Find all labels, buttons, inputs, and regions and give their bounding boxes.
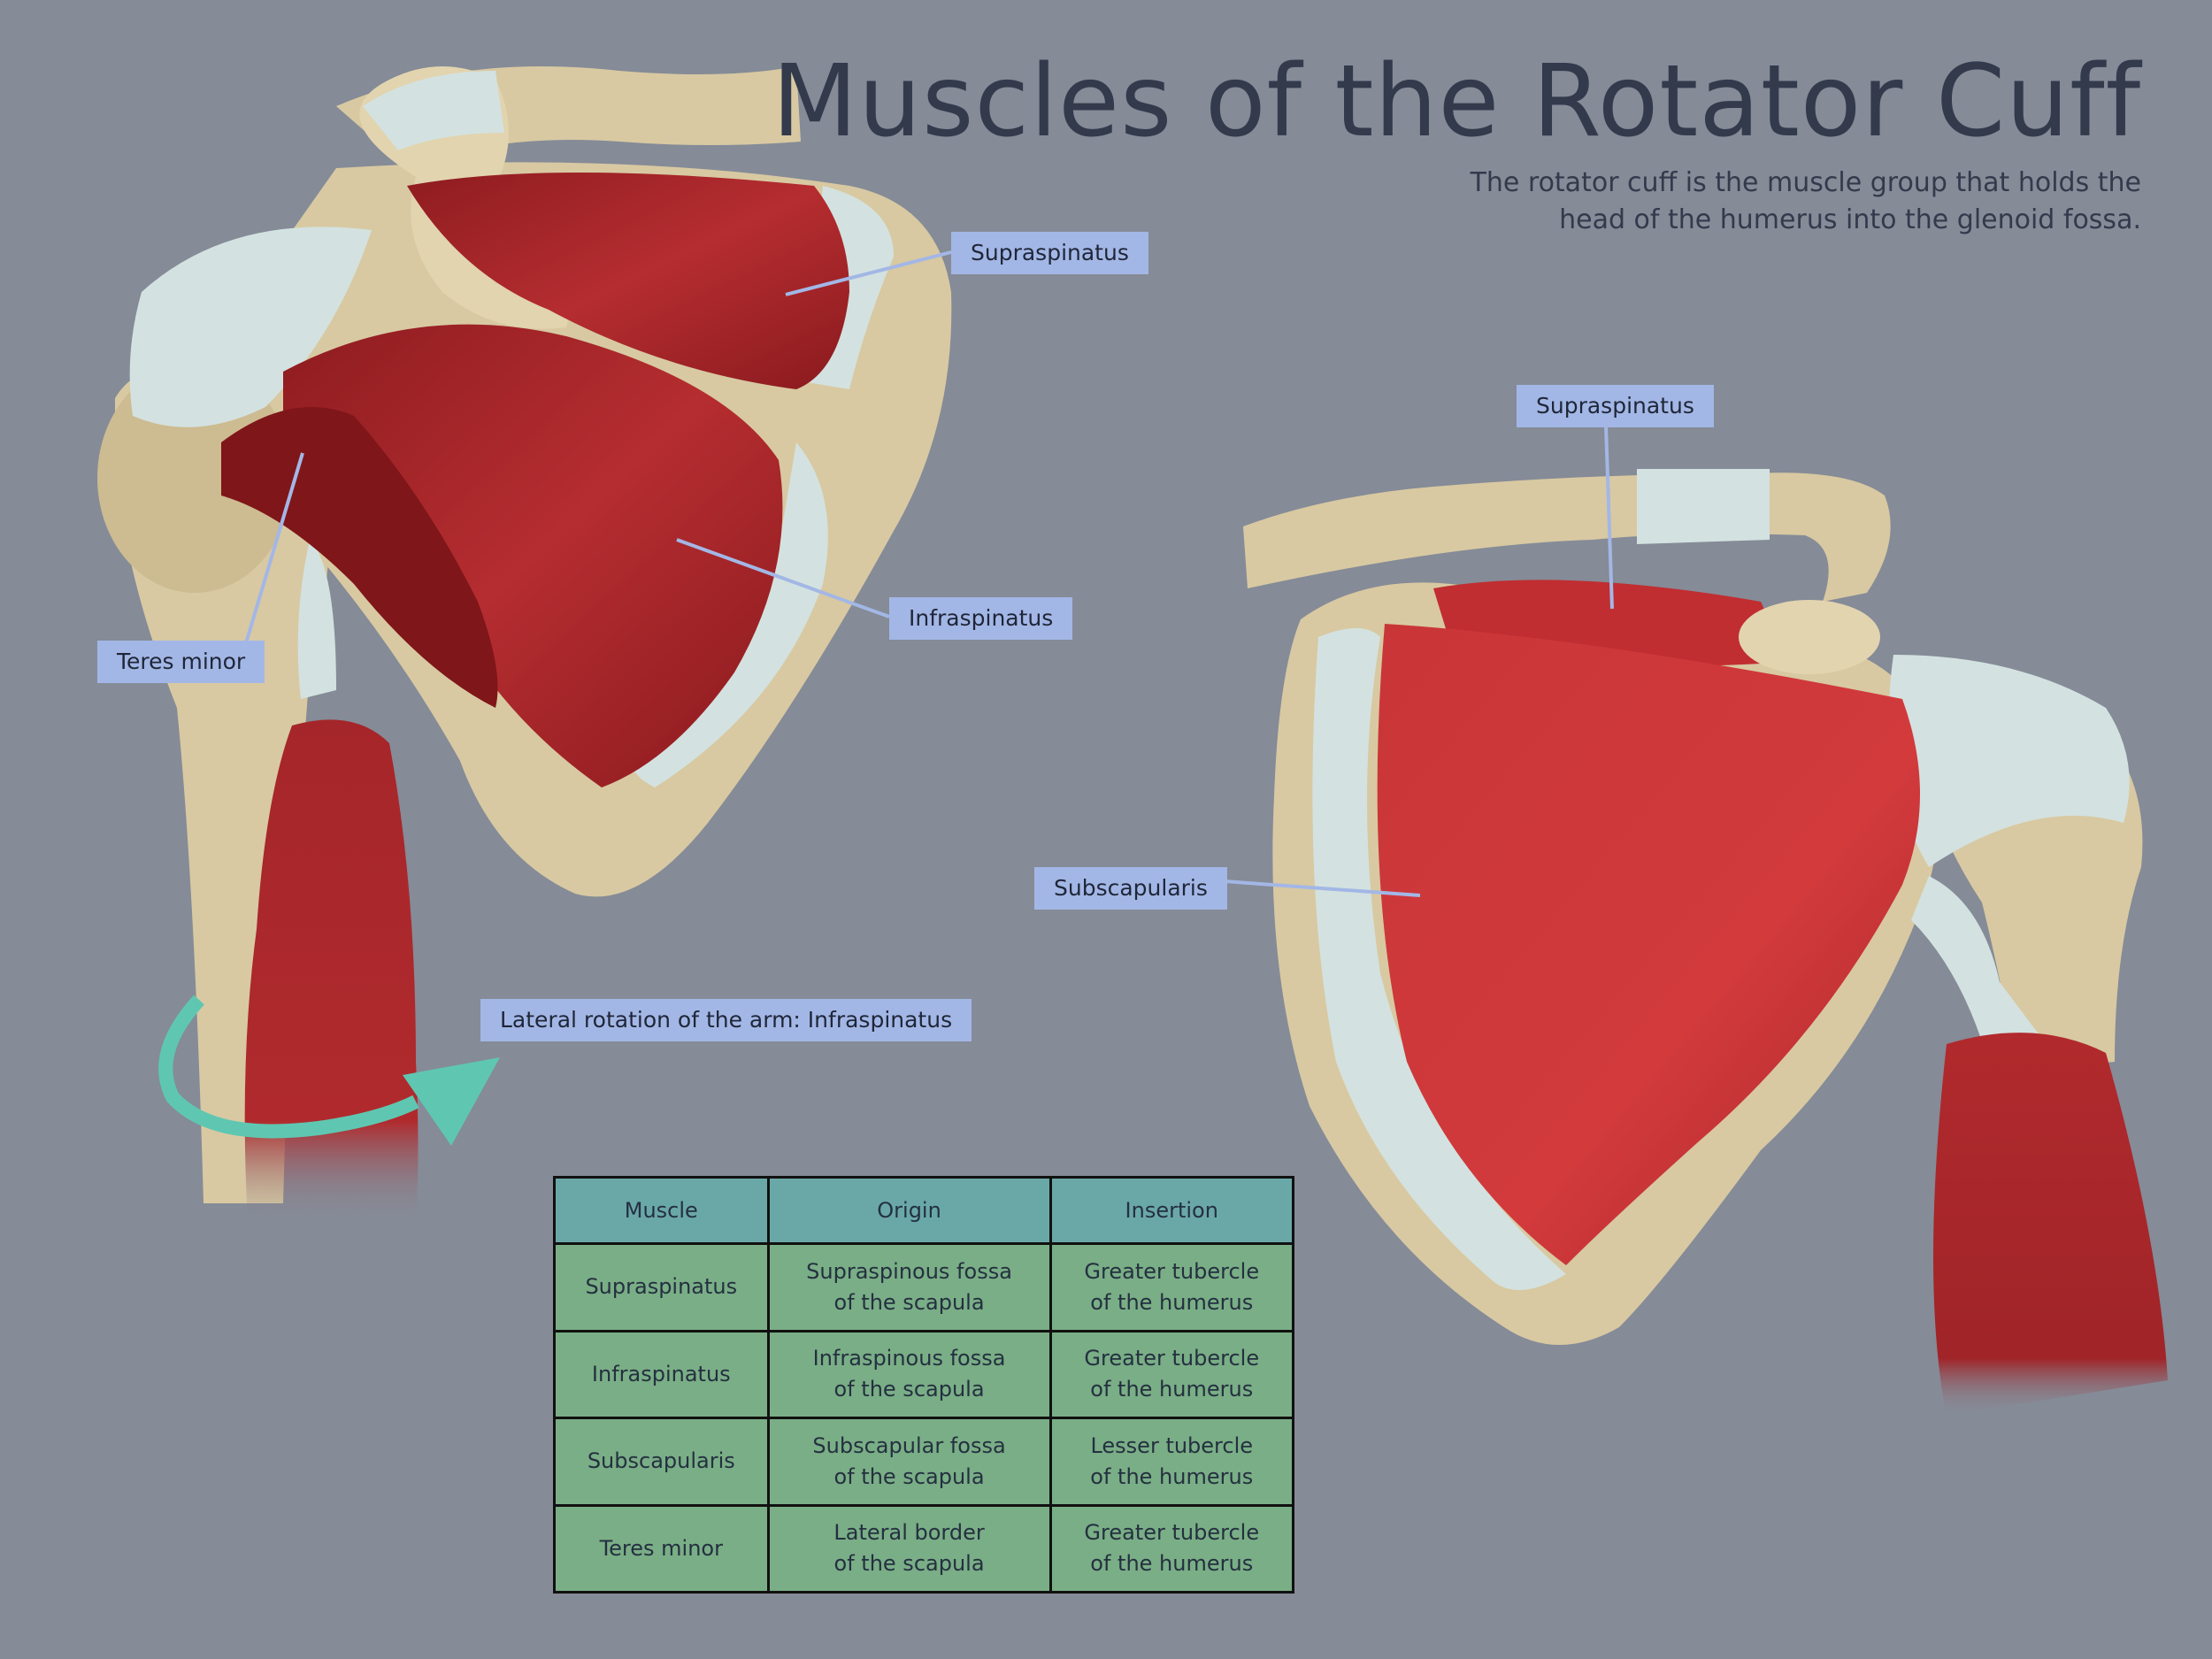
muscle-cell: Infraspinatus [553,1329,770,1419]
origin-line: Infraspinous fossa [812,1346,1006,1371]
infraspinatus-muscle [283,324,783,788]
page-title: Muscles of the Rotator Cuff [772,44,2141,159]
label-infraspinatus: Infraspinatus [889,597,1073,640]
leader-line [1211,879,1421,897]
supraspinatus-muscle-posterior [407,173,849,389]
leader-line [1604,425,1614,610]
leader-line [676,538,890,618]
insertion-line: Greater tubercle [1084,1346,1260,1371]
subtitle-line-2: head of the humerus into the glenoid fos… [1559,204,2141,235]
label-supraspinatus-anterior: Supraspinatus [1517,385,1714,427]
insertion-line: of the humerus [1090,1551,1254,1577]
table-row: Teres minor Lateral border of the scapula… [553,1503,1294,1594]
insertion-line: of the humerus [1090,1289,1254,1315]
table-row: Infraspinatus Infraspinous fossa of the s… [553,1329,1294,1419]
arm-muscle-anterior [1933,1033,2168,1416]
muscle-cell: Teres minor [553,1503,770,1594]
label-lateral-rotation: Lateral rotation of the arm: Infraspinat… [480,999,972,1041]
insertion-cell: Greater tubercle of the humerus [1048,1503,1294,1594]
leader-line [244,452,304,644]
posterior-shoulder-view [97,66,952,1221]
origin-cell: Subscapular fossa of the scapula [766,1417,1052,1507]
origin-line: Subscapular fossa [812,1432,1006,1458]
arm-muscle-posterior [244,719,419,1221]
tendon [1312,628,1566,1290]
insertion-line: of the humerus [1090,1377,1254,1402]
rotator-cuff-table: Muscle Origin Insertion Supraspinatus Su… [553,1176,1294,1594]
origin-line: of the scapula [833,1289,985,1315]
subtitle-line-1: The rotator cuff is the muscle group tha… [1470,167,2141,198]
label-supraspinatus-posterior: Supraspinatus [951,232,1148,274]
muscle-cell: Supraspinatus [553,1242,770,1333]
insertion-line: Greater tubercle [1084,1258,1260,1284]
insertion-cell: Greater tubercle of the humerus [1048,1242,1294,1333]
origin-line: Supraspinous fossa [806,1258,1012,1284]
teres-minor-muscle [221,407,498,708]
anterior-shoulder-view [1211,425,2168,1416]
label-subscapularis: Subscapularis [1034,867,1227,910]
subscapularis-muscle [1377,624,1920,1265]
label-teres-minor: Teres minor [97,641,265,683]
column-header-muscle: Muscle [553,1176,770,1245]
page-subtitle: The rotator cuff is the muscle group tha… [1256,165,2141,239]
insertion-cell: Lesser tubercle of the humerus [1048,1417,1294,1507]
tendon [1889,655,2130,867]
origin-line: of the scapula [833,1377,985,1402]
insertion-cell: Greater tubercle of the humerus [1048,1329,1294,1419]
table-row: Supraspinatus Supraspinous fossa of the s… [553,1242,1294,1333]
column-header-origin: Origin [766,1176,1052,1245]
muscle-cell: Subscapularis [553,1417,770,1507]
insertion-line: of the humerus [1090,1463,1254,1489]
origin-line: of the scapula [833,1463,985,1489]
origin-line: of the scapula [833,1551,985,1577]
column-header-insertion: Insertion [1048,1176,1294,1245]
tendon [129,227,372,427]
lateral-rotation-arrow [158,995,419,1139]
origin-cell: Supraspinous fossa of the scapula [766,1242,1052,1333]
table-header-row: Muscle Origin Insertion [553,1176,1294,1245]
leader-line [785,250,952,296]
coracoid-process [1739,600,1880,674]
insertion-line: Greater tubercle [1084,1520,1260,1546]
table-row: Subscapularis Subscapular fossa of the sc… [553,1417,1294,1507]
arrow-head-icon [403,1057,500,1146]
tendon [297,540,336,699]
tendon [363,71,504,150]
origin-line: Lateral border [833,1520,985,1546]
insertion-line: Lesser tubercle [1090,1432,1254,1458]
origin-cell: Infraspinous fossa of the scapula [766,1329,1052,1419]
tendon [1637,469,1770,544]
tendon [1911,876,2053,1071]
origin-cell: Lateral border of the scapula [766,1503,1052,1594]
